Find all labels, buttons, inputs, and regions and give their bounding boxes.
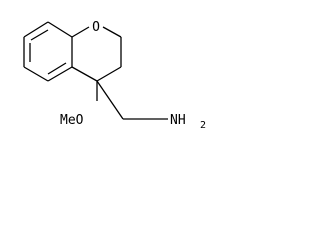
bond-benzene-double-top bbox=[30, 29, 49, 41]
pyran-ring bbox=[71, 26, 122, 82]
chemical-structure-diagram: O MeO NH 2 bbox=[23, 20, 206, 131]
benzene-ring bbox=[23, 21, 73, 82]
substituents bbox=[96, 80, 168, 120]
bond-quaternary-to-ch2 bbox=[96, 80, 124, 120]
bond-quaternary-to-ar bbox=[71, 66, 98, 82]
amine-subscript: 2 bbox=[200, 120, 206, 131]
bond-oxygen-to-ch2 bbox=[102, 26, 122, 38]
methoxy-label: MeO bbox=[60, 113, 84, 128]
ring-oxygen-label: O bbox=[92, 20, 100, 35]
bond-benzene-top bbox=[23, 21, 49, 38]
bond-benzene-top-left bbox=[47, 21, 73, 38]
amine-label: NH bbox=[170, 113, 186, 128]
bond-benzene-double-bottom bbox=[47, 62, 67, 75]
bond-ch2-to-quaternary bbox=[96, 66, 122, 82]
bond-ar-to-oxygen bbox=[71, 26, 90, 38]
bond-benzene-bottom-left bbox=[23, 66, 49, 82]
bond-benzene-bottom-right bbox=[47, 66, 73, 82]
